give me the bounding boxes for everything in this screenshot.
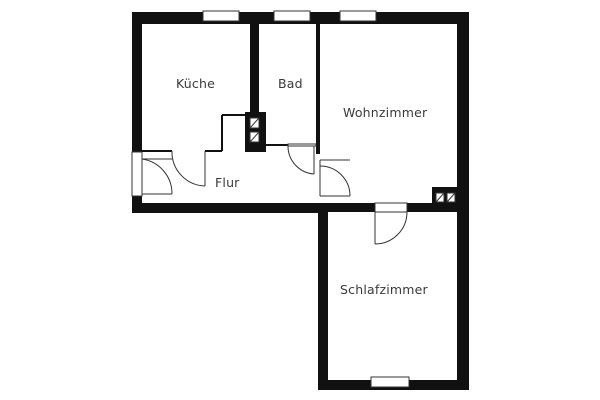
room-label-wohnzimmer: Wohnzimmer [343,105,428,120]
doors [141,143,408,245]
room-label-bad: Bad [278,76,303,91]
room-label-kueche: Küche [176,76,215,91]
windows [131,10,410,388]
room-label-flur: Flur [215,175,240,190]
walls [132,12,469,390]
room-label-schlafzimmer: Schlafzimmer [340,282,428,297]
